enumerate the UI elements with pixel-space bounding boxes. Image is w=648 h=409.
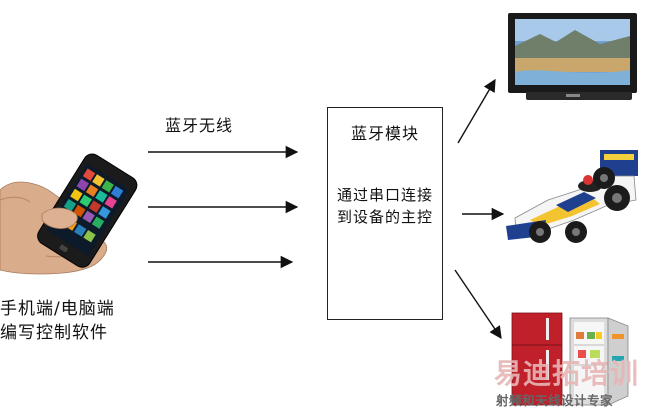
tv-image bbox=[508, 13, 637, 100]
module-description: 通过串口连接到设备的主控 bbox=[336, 186, 433, 226]
bluetooth-wireless-label: 蓝牙无线 bbox=[165, 116, 234, 135]
phone-caption: 手机端/电脑端 编写控制软件 bbox=[0, 297, 115, 345]
arrow-module-to-fridge bbox=[454, 269, 502, 340]
phone-caption-line1: 手机端/电脑端 bbox=[0, 299, 115, 319]
watermark: 易迪拓培训 射频和天线设计专家 bbox=[486, 352, 648, 409]
watermark-main-text: 易迪拓培训 bbox=[494, 357, 640, 390]
arrow-module-to-tv bbox=[457, 78, 496, 144]
refrigerator-image bbox=[511, 312, 629, 406]
phone-caption-line2: 编写控制软件 bbox=[0, 323, 108, 343]
watermark-sub-text: 射频和天线设计专家 bbox=[496, 393, 614, 408]
bluetooth-module-box: 蓝牙模块 通过串口连接到设备的主控 bbox=[327, 107, 443, 320]
module-title: 蓝牙模块 bbox=[350, 124, 419, 143]
race-car-image bbox=[506, 150, 638, 243]
phone-in-hand-image bbox=[0, 153, 138, 275]
